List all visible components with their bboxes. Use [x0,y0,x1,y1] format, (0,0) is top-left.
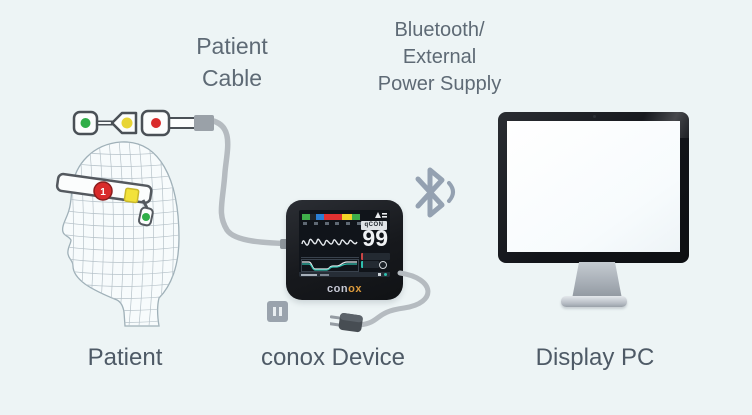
patient-head-wireframe: 1 [55,141,180,327]
display-pc-monitor [498,112,689,263]
monitor-stand-neck [572,262,622,299]
electrode-number: 1 [100,187,106,198]
patient-cable-annotation: Patient Cable [152,30,312,94]
patient-cable [206,117,301,247]
strip-connector [194,115,214,131]
power-plug-icon [330,313,363,333]
bluetooth-power-annotation: Bluetooth/ External Power Supply [357,17,522,98]
bluetooth-line3: Power Supply [377,73,502,95]
head-electrode-yellow [123,187,140,204]
caption-display-pc: Display PC [535,344,655,371]
power-cord [330,270,431,333]
screen-status-bar [299,272,390,277]
monitor-stand-base [561,296,627,307]
index-value: 99 [362,225,388,251]
head-electrode-red [93,181,113,201]
logo-prefix: con [327,283,349,295]
index-scale-bar [302,214,362,220]
cable-connector-nub [280,239,290,249]
bluetooth-signal-icon [415,167,455,218]
index-label: qCON [361,221,387,230]
screen-power-icon [379,261,387,269]
conox-logo: conox [286,283,403,295]
screen-panel-1 [361,253,390,260]
logo-suffix: ox [348,283,362,295]
monitor-screen [507,121,680,252]
screen-panel-2 [361,261,379,268]
caption-conox-device: conox Device [260,344,406,371]
patient-cable-line1: Patient [196,33,268,59]
bluetooth-line2: External [402,46,477,68]
scale-ticks [303,222,361,225]
bluetooth-line1: Bluetooth/ [394,19,485,41]
device-screen: qCON 99 [299,210,390,277]
conox-device: qCON 99 conox [286,200,403,300]
monitor-camera-dot [592,115,596,118]
screen-divider [301,257,359,258]
screen-brand-icon [375,212,387,218]
caption-patient: Patient [87,344,163,371]
trend-graph [301,259,359,272]
patient-cable-line2: Cable [201,65,263,91]
electrode-strip [72,109,214,137]
power-outlet-icon [267,301,288,322]
eeg-waveform [301,238,358,246]
